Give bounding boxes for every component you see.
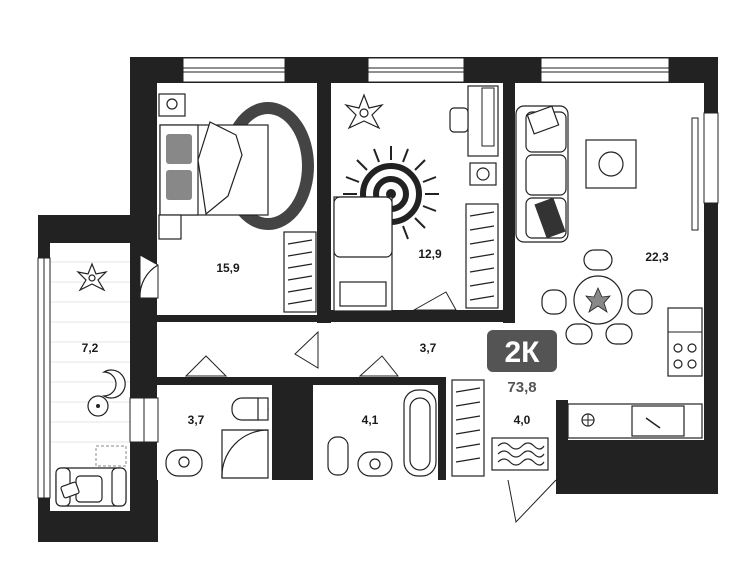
tv-icon (691, 117, 699, 231)
bathtub-icon (403, 389, 437, 477)
room-area-bathroom-left: 3,7 (188, 413, 205, 427)
total-area-label: 73,8 (507, 379, 536, 396)
plant-icon (344, 93, 384, 130)
lamp-icon (158, 93, 186, 117)
windows (129, 57, 719, 443)
room-area-loggia: 7,2 (82, 341, 99, 355)
washbasin-icon (357, 451, 393, 477)
kids-room-furniture (333, 85, 499, 312)
coffee-table-icon (585, 139, 637, 189)
room-area-hallway: 3,7 (420, 341, 437, 355)
bedroom-furniture (139, 93, 317, 313)
room-area-kids-room: 12,9 (418, 247, 442, 261)
room-area-living-kitchen: 22,3 (645, 250, 669, 264)
room-area-bedroom: 15,9 (216, 261, 240, 275)
desk-chair-icon (449, 107, 469, 133)
plant-icon (76, 262, 108, 292)
dining-table-icon (541, 249, 653, 345)
corridor-furniture (451, 379, 549, 477)
washbasin-icon (165, 449, 203, 477)
living-kitchen-furniture (515, 105, 703, 439)
bathroom-middle-furniture (327, 389, 437, 477)
hallway-doors (184, 330, 557, 524)
sink-icon (631, 405, 685, 437)
shower-icon (221, 429, 269, 479)
room-area-bathroom-middle: 4,1 (362, 413, 379, 427)
stove-icon (667, 307, 703, 377)
wardrobe-icon (283, 231, 317, 313)
armchair-icon (55, 467, 127, 507)
apartment-type-label: 2К (505, 336, 541, 369)
room-area-corridor: 4,0 (514, 413, 531, 427)
chair-icon (101, 369, 126, 399)
apartment-type-badge (487, 330, 557, 372)
bathroom-left-furniture (165, 397, 269, 479)
toilet-icon (327, 436, 349, 476)
